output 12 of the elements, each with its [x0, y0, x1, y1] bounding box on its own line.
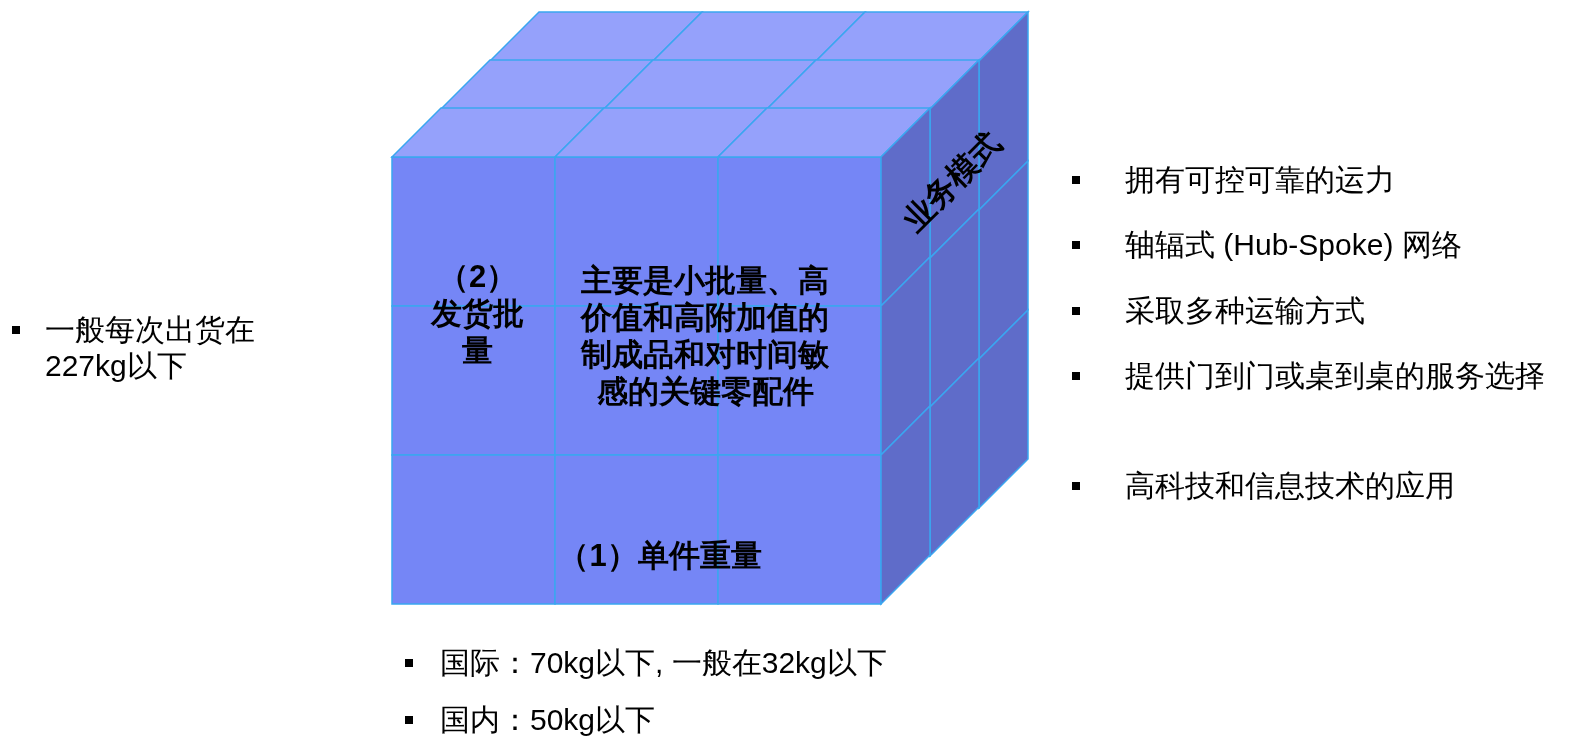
cube-label: （1）单件重量	[557, 537, 763, 574]
cube-label: （2）发货批量	[430, 258, 525, 369]
bullet-text: 采取多种运输方式	[1125, 293, 1365, 329]
face-label: 业务模式	[895, 124, 1009, 239]
bullet-text: 高科技和信息技术的应用	[1125, 468, 1455, 504]
bullet-text: 国内：50kg以下	[440, 702, 656, 738]
cube-label: 主要是小批量、高价值和高附加值的制成品和对时间敏感的关键零配件	[579, 262, 830, 410]
bullet-text: 一般每次出货在227kg以下	[45, 312, 256, 384]
bullet-text: 提供门到门或桌到桌的服务选择	[1125, 358, 1546, 394]
bullet-text: 轴辐式 (Hub-Spoke) 网络	[1125, 227, 1462, 263]
bullet-text: 国际：70kg以下, 一般在32kg以下	[440, 645, 887, 681]
bullet-text: 拥有可控可靠的运力	[1125, 162, 1395, 198]
